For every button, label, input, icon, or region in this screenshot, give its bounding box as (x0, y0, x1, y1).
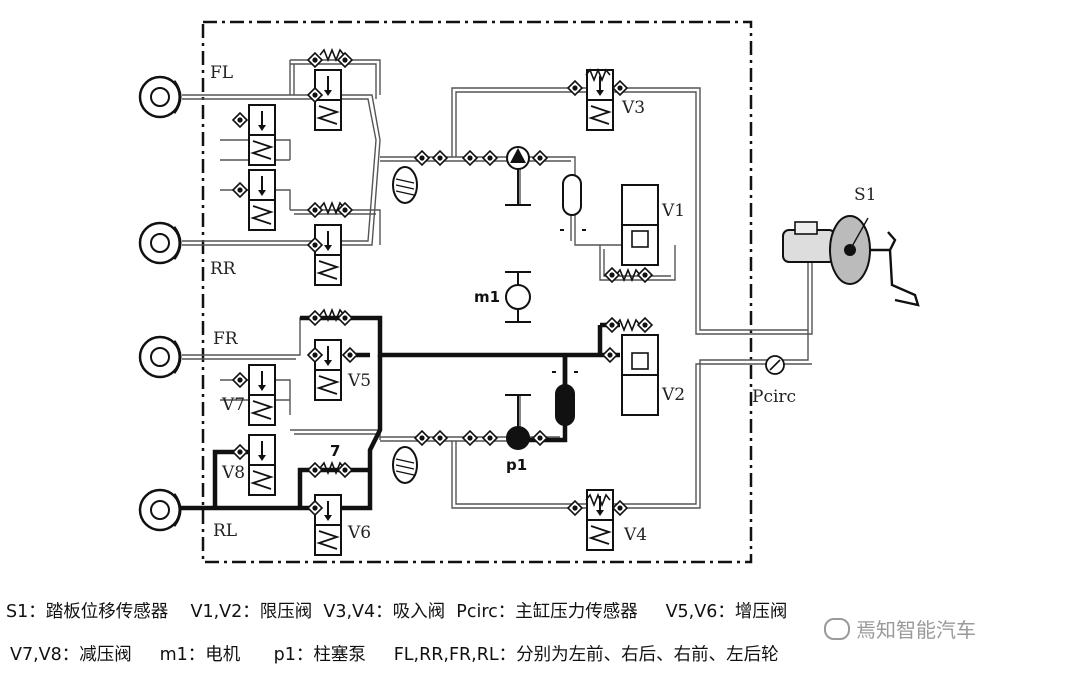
pump-p1 (505, 394, 531, 450)
label-fl: FL (210, 63, 233, 83)
damper-upper (560, 174, 586, 231)
valve-v2 (621, 334, 659, 416)
valve-rr-outlet (248, 169, 276, 231)
label-s1: S1 (854, 185, 876, 205)
label-fr: FR (213, 329, 239, 349)
master-cylinder-booster (782, 215, 920, 307)
wheel-rr (138, 221, 182, 265)
accumulator-lower (392, 446, 418, 484)
wheel-rl (138, 488, 182, 532)
label-7: 7 (330, 442, 340, 460)
valve-rr-inlet (314, 224, 342, 286)
legend-line-2: V7,V8：减压阀 m1：电机 p1：柱塞泵 FL,RR,FR,RL：分别为左前… (10, 645, 779, 665)
label-v3: V3 (621, 98, 645, 118)
label-v1: V1 (661, 201, 685, 221)
label-pcirc: Pcirc (752, 387, 796, 407)
label-rr: RR (210, 259, 237, 279)
label-rl: RL (213, 521, 237, 541)
hydraulic-brake-circuit-diagram: FL RR FR RL V1 V2 V3 V4 V5 V6 V7 V8 S1 m… (138, 20, 920, 564)
label-v7: V7 (221, 395, 245, 415)
valve-v5 (314, 339, 342, 401)
label-v8: V8 (221, 463, 245, 483)
valve-v1 (621, 184, 659, 266)
valve-v3 (586, 69, 614, 131)
pressure-sensor-pcirc (765, 355, 785, 375)
label-v6: V6 (347, 523, 371, 543)
wechat-icon (824, 618, 850, 640)
label-v2: V2 (661, 385, 685, 405)
watermark-text: 焉知智能汽车 (856, 618, 976, 642)
valve-fl-outlet (248, 104, 276, 166)
accumulator-upper (392, 166, 418, 204)
damper-lower (552, 371, 578, 426)
wheel-fr (138, 335, 182, 379)
watermark: 焉知智能汽车 (820, 614, 980, 643)
legend-line-1: S1：踏板位移传感器 V1,V2：限压阀 V3,V4：吸入阀 Pcirc：主缸压… (6, 602, 788, 622)
motor-m1 (505, 271, 531, 323)
label-v4: V4 (623, 525, 647, 545)
label-p1: p1 (506, 456, 527, 474)
lower-circuit-lines (182, 317, 812, 509)
valve-fl-inlet (314, 69, 342, 131)
hydraulic-unit-boundary (201, 20, 753, 564)
label-v5: V5 (347, 371, 371, 391)
valve-v7 (248, 364, 276, 426)
wheel-fl (138, 75, 182, 119)
label-m1: m1 (474, 288, 500, 306)
valve-v8 (248, 434, 276, 496)
pump-upper (505, 146, 531, 206)
